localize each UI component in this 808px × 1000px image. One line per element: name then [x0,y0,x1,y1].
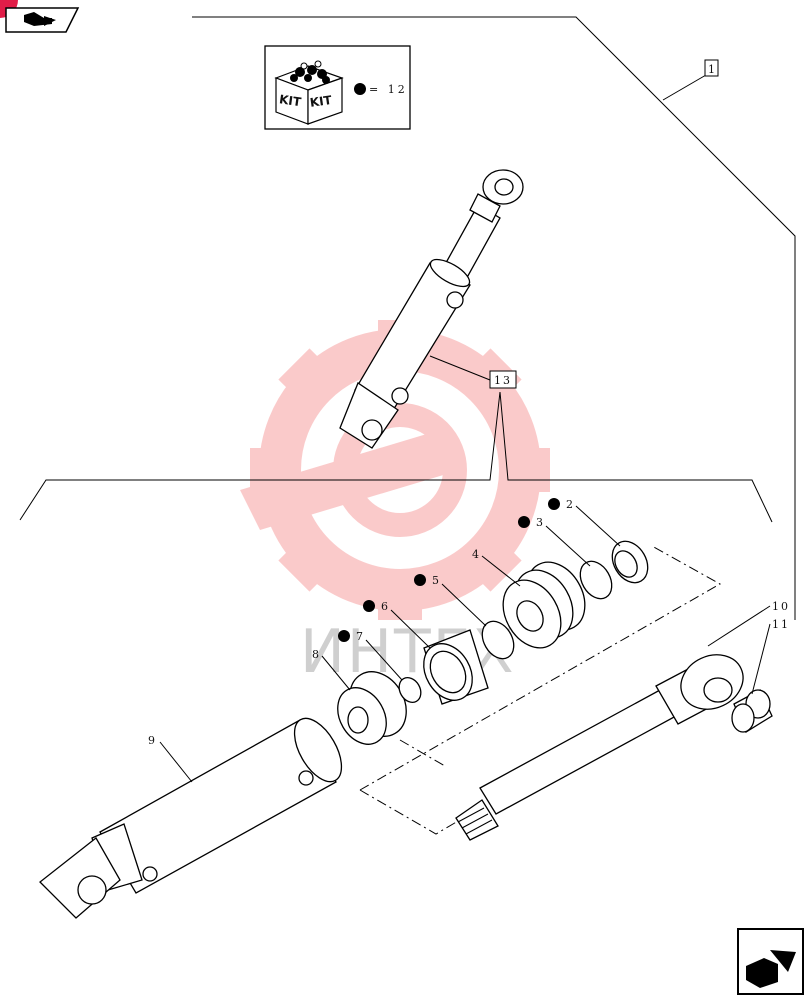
callout-1: 1 [708,63,715,76]
kit-dot-3-icon [518,516,530,528]
assembly-frame-line [192,16,796,620]
gland-part [337,671,407,745]
callout-9: 9 [148,734,155,747]
callout-7-group: 7 [338,630,403,681]
cylinder-assembly-overview [339,169,524,449]
callout-2-group: 2 [548,498,621,547]
callout-9-group: 9 [148,734,193,783]
callout-8: 8 [312,648,319,661]
callout-6-group: 6 [363,600,431,649]
seal-2 [611,540,649,584]
callout-2: 2 [566,498,573,511]
callout-10-group: 10 [707,600,790,647]
exploded-bracket [19,391,773,523]
kit-tag-left: KIT [278,92,302,109]
assembly-path-lower [359,789,471,835]
callout-3: 3 [536,516,543,529]
o-ring-5 [481,620,515,660]
previous-page-button[interactable] [5,7,80,33]
callout-13-box [489,370,517,389]
leader-1 [662,74,707,101]
kit-tag-right: KIT [309,93,333,110]
callout-8-group: 8 [312,648,351,691]
book-arrow-icon [24,12,56,26]
callout-13: 13 [494,374,512,387]
callout-4: 4 [472,548,479,561]
next-page-button[interactable] [737,928,804,995]
callout-10: 10 [772,600,790,613]
kit-equation: = 12 [369,83,408,96]
callout-1-box [704,59,719,77]
callout-5: 5 [432,574,439,587]
kit-dot-5-icon [414,574,426,586]
kit-dot-7-icon [338,630,350,642]
seal-ring-7 [398,677,422,703]
callout-3-group: 3 [518,516,591,567]
callout-5-group: 5 [414,574,487,627]
kit-bullet-icon [354,83,366,95]
kit-legend-box: KIT KIT = 12 [264,45,411,130]
book-arrow-icon [746,950,796,988]
rod-eye-bushing [731,689,773,733]
kit-dot-6-icon [363,600,375,612]
kit-dot-2-icon [548,498,560,510]
cylinder-barrel [39,717,343,919]
assembly-path-upper [359,545,722,791]
callout-4-group: 4 [472,548,521,587]
callout-6: 6 [381,600,388,613]
assembly-path-mid [399,739,446,767]
guide-sleeve-6 [423,629,489,705]
piston-rod [455,654,744,841]
callout-11-group: 11 [751,618,790,695]
callout-11: 11 [772,618,790,631]
leader-13 [429,355,491,381]
callout-7: 7 [356,630,363,643]
kit-box-icon [274,60,344,125]
piston-4 [502,561,586,649]
